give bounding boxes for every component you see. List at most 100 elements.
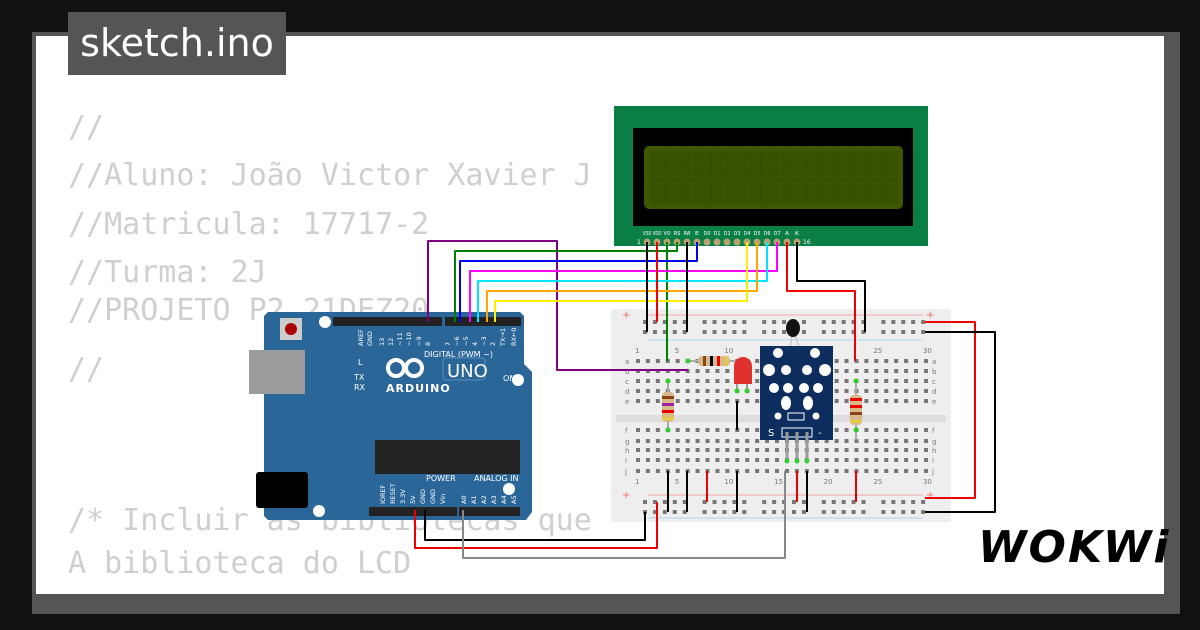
rail-hole (861, 500, 866, 504)
column-label: 25 (873, 478, 882, 486)
code-view[interactable]: ////Aluno: João Victor Xavier J//Matricu… (36, 36, 1164, 594)
lcd-pin-label: D1 (714, 231, 721, 237)
breadboard-hole (695, 399, 700, 403)
sensor-minus-label: - (818, 428, 822, 439)
rail-hole (851, 500, 856, 504)
row-label: j (624, 468, 627, 476)
resistor-horizontal[interactable] (688, 356, 738, 366)
breadboard-hole (655, 469, 660, 473)
reset-button-cap[interactable] (285, 323, 297, 335)
connection-point (685, 358, 691, 364)
lcd-pin-label: D2 (724, 231, 731, 237)
breadboard-hole (705, 399, 710, 403)
lcd-pin-label: K (795, 231, 799, 237)
breadboard-hole (715, 458, 720, 462)
rail-hole (722, 320, 727, 324)
breadboard-hole (636, 399, 640, 403)
rail-hole (821, 500, 826, 504)
lcd-char-cell (744, 151, 759, 177)
code-line: //Matricula: 17717-2 (68, 207, 430, 242)
row-label: b (932, 368, 937, 376)
rail-hole (742, 510, 747, 514)
rail-hole (712, 500, 717, 504)
analog-label: ANALOG IN (474, 474, 519, 483)
lcd-char-cell (729, 178, 743, 204)
breadboard-hole (824, 448, 829, 452)
column-label: 15 (774, 478, 783, 486)
breadboard-hole (775, 448, 780, 452)
wire (796, 242, 866, 332)
breadboard-hole (715, 439, 720, 443)
breadboard-hole (914, 369, 919, 373)
connection-point (665, 427, 671, 433)
breadboard-hole (844, 399, 849, 403)
breadboard-hole (844, 379, 849, 383)
rail-plus-label: + (926, 310, 934, 321)
breadboard-hole (914, 458, 919, 462)
code-line: // (68, 110, 105, 145)
connection-point (794, 458, 800, 464)
digital-pin-label: 12 (387, 338, 395, 346)
lcd-pin-label: D0 (704, 231, 711, 237)
rail-hole (801, 510, 806, 514)
ntc-temperature-sensor-module[interactable]: S - (760, 319, 833, 461)
column-label: 1 (635, 347, 639, 355)
breadboard-hole (894, 399, 899, 403)
digital-pin-label: ~9 (415, 336, 423, 346)
lcd-char-cell (667, 178, 681, 204)
arduino-uno[interactable]: DIGITAL (PWM ~) POWER ANALOG IN ON L TX … (249, 312, 532, 520)
infinity-logo-icon (386, 358, 424, 378)
file-tab[interactable]: sketch.ino (68, 12, 286, 75)
breadboard-hole (884, 399, 889, 403)
rail-hole (801, 330, 806, 334)
breadboard-hole (914, 448, 919, 452)
breadboard-hole (775, 469, 780, 473)
breadboard-hole (874, 458, 879, 462)
breadboard-hole (923, 428, 928, 432)
resistor-left[interactable] (662, 381, 674, 430)
breadboard-hole (675, 359, 680, 363)
lcd-pin-label: D4 (744, 231, 751, 237)
breadboard-hole (685, 399, 690, 403)
rail-hole (841, 320, 846, 324)
breadboard-hole (834, 469, 839, 473)
breadboard-hole (685, 458, 690, 462)
lcd-pin-label: A (785, 231, 789, 237)
breadboard-hole (745, 458, 750, 462)
breadboard-hole (844, 389, 849, 393)
breadboard-hole (834, 448, 839, 452)
wokwi-logo[interactable]: WOKWi (978, 522, 1171, 573)
breadboard-hole (854, 458, 859, 462)
power-pin-label: RESET (389, 483, 397, 504)
rail-hole (772, 320, 777, 324)
breadboard-hole (725, 389, 730, 393)
breadboard-hole (645, 428, 650, 432)
rail-hole (801, 500, 806, 504)
rail-hole (901, 500, 906, 504)
lcd-char-cell (775, 178, 790, 204)
breadboard-hole (864, 369, 869, 373)
breadboard-hole (834, 359, 839, 363)
connection-point (744, 388, 750, 394)
lcd-pin-16: 16 (803, 239, 811, 246)
rail-hole (672, 330, 677, 334)
breadboard-hole (645, 469, 650, 473)
analog-pin-label: A2 (480, 495, 488, 504)
lcd-pin-label: E (695, 231, 700, 237)
breadboard-hole (824, 469, 829, 473)
breadboard-hole (884, 359, 889, 363)
breadboard-hole (775, 439, 780, 443)
on-label: ON (503, 374, 515, 383)
breadboard-hole (884, 369, 889, 373)
breadboard-hole (695, 379, 700, 383)
breadboard-hole (904, 428, 909, 432)
breadboard-hole (834, 458, 839, 462)
row-label: f (932, 427, 935, 435)
breadboard-hole (735, 439, 740, 443)
breadboard-hole (675, 428, 680, 432)
wire (786, 242, 856, 361)
rail-hole (732, 510, 737, 514)
breadboard-hole (854, 448, 859, 452)
